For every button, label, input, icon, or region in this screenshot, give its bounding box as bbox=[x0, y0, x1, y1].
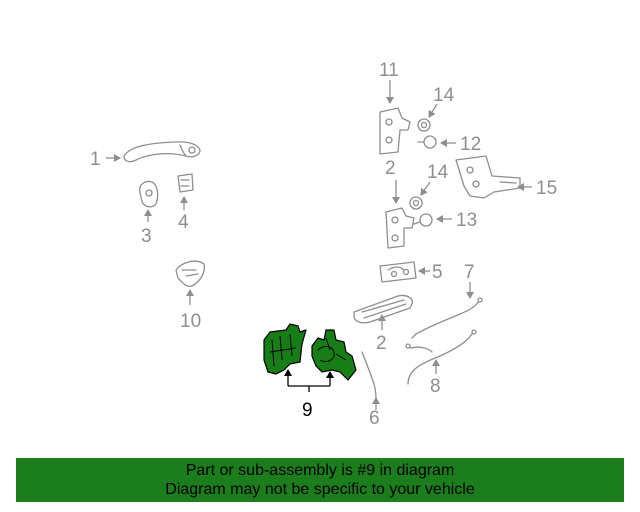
callout-11: 11 bbox=[379, 60, 399, 81]
callout-1: 1 bbox=[90, 149, 101, 170]
part-2-handle-frame: 2 bbox=[353, 294, 413, 354]
part-6-cable: 6 bbox=[361, 351, 380, 429]
part-3-bracket: 3 bbox=[139, 180, 159, 247]
banner-line-2: Diagram may not be specific to your vehi… bbox=[165, 481, 475, 498]
part-4-clip: 4 bbox=[177, 173, 194, 233]
part-12-lower-hinge: 2 bbox=[385, 158, 415, 249]
part-11-upper-hinge: 11 bbox=[379, 60, 411, 155]
callout-5: 5 bbox=[432, 262, 443, 283]
callout-2: 2 bbox=[376, 333, 387, 354]
callout-7: 7 bbox=[464, 262, 475, 283]
part-8-lock-rod: 8 bbox=[405, 329, 477, 397]
callout-14-upper: 14 bbox=[433, 85, 455, 106]
part-13-bolt-lower: 13 bbox=[413, 210, 477, 231]
parts-diagram: 1 3 4 10 11 14 12 bbox=[90, 60, 557, 429]
callout-9: 9 bbox=[302, 400, 313, 421]
part-10-bracket: 10 bbox=[175, 260, 206, 332]
callout-14-lower: 14 bbox=[427, 162, 449, 183]
callout-3: 3 bbox=[141, 226, 152, 247]
part-5-striker: 5 bbox=[379, 261, 443, 283]
callout-12: 2 bbox=[385, 158, 396, 179]
part-1-outside-handle: 1 bbox=[90, 141, 201, 170]
part-15-check-strap: 15 bbox=[455, 155, 557, 199]
callout-13-lower: 13 bbox=[456, 210, 477, 231]
callout-10: 10 bbox=[180, 311, 201, 332]
callout-8: 8 bbox=[430, 376, 441, 397]
callout-6: 6 bbox=[369, 408, 380, 429]
part-9-door-lock-assembly: 9 bbox=[263, 323, 357, 421]
part-14-bolt-lower: 14 bbox=[409, 162, 449, 210]
info-banner: Part or sub-assembly is #9 in diagram Di… bbox=[16, 458, 624, 502]
part-7-control-rod: 7 bbox=[411, 262, 483, 339]
callout-4: 4 bbox=[178, 212, 189, 233]
callout-15: 15 bbox=[536, 178, 557, 199]
part-14-bolt-upper: 14 bbox=[417, 85, 455, 132]
callout-13-upper: 12 bbox=[460, 134, 481, 155]
part-13-bolt-upper: 12 bbox=[417, 134, 481, 155]
banner-line-1: Part or sub-assembly is #9 in diagram bbox=[185, 462, 455, 479]
